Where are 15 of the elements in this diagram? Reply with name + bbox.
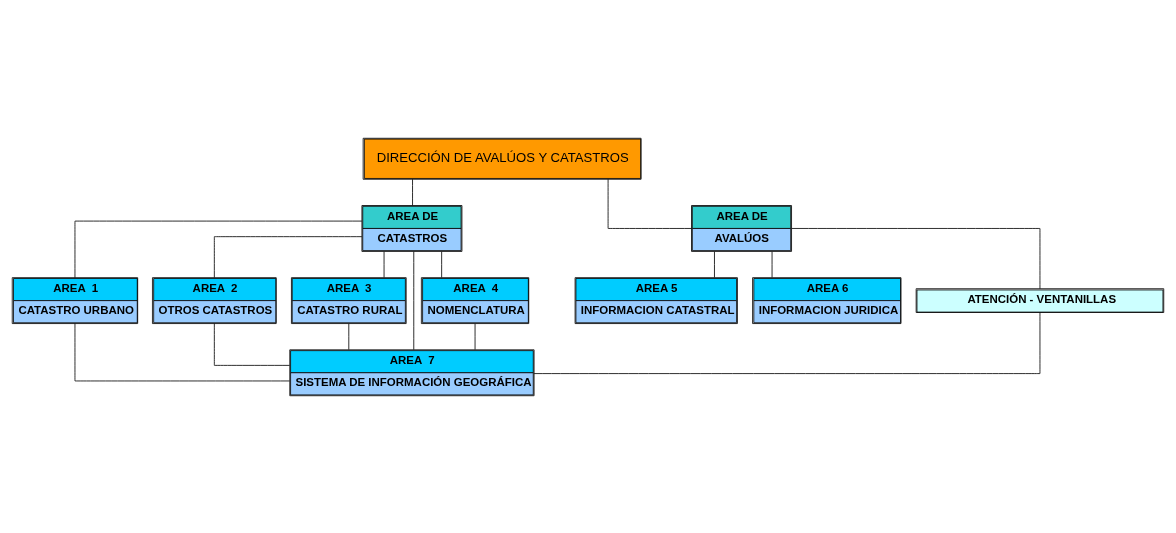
connector [607,178,692,229]
connector [383,250,385,278]
connector [771,250,773,278]
connector [412,178,413,206]
connector [348,322,350,350]
connector [74,322,290,381]
connector [714,250,715,278]
connector [413,250,415,350]
connector [791,227,1041,289]
connector [474,322,476,350]
connector [441,250,443,278]
connector [213,235,363,278]
connector [533,311,1041,374]
connector [213,322,291,366]
connector [74,220,363,278]
